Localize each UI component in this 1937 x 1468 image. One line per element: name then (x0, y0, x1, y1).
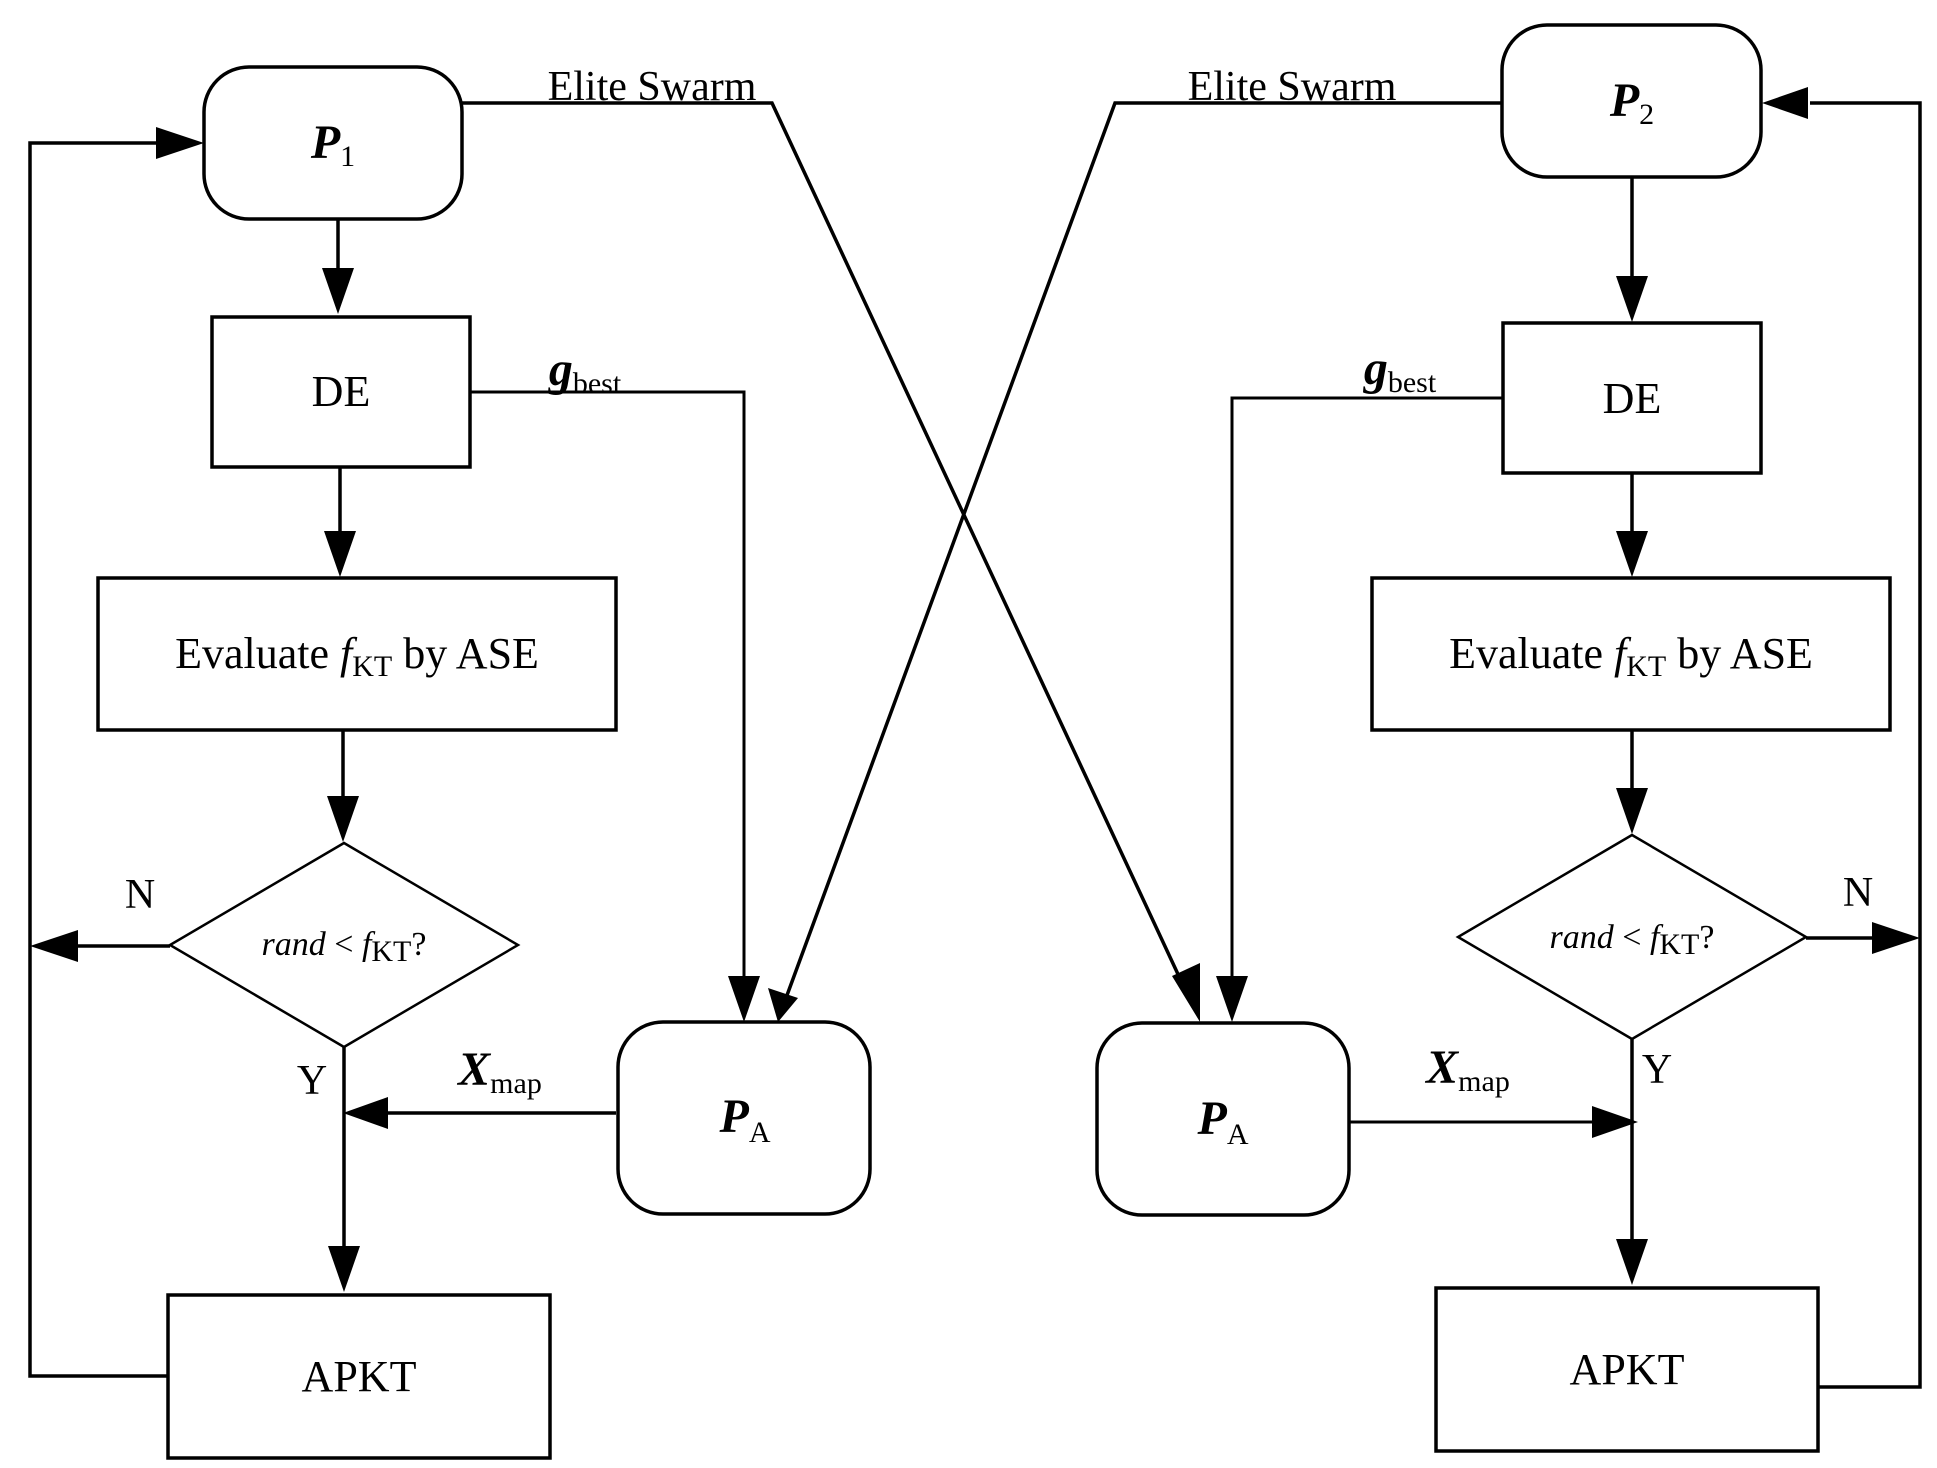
left-evaluate-label: Evaluate fKT by ASE (175, 629, 539, 683)
right-xmap-label: Xmap (1424, 1041, 1510, 1098)
left-population-label: P1 (310, 116, 355, 173)
right-de-label: DE (1603, 374, 1662, 423)
right-gbest-label: gbest (1363, 342, 1437, 399)
arrow-left-no (30, 930, 78, 962)
left-elite-label: Elite Swarm (548, 64, 757, 110)
right-de-box (1501, 321, 1763, 475)
left-gbest-label: gbest (548, 343, 622, 400)
right-apkt-box (1434, 1286, 1820, 1453)
arrow-right-xmap (1592, 1106, 1638, 1138)
arrow-left-apkt (328, 1246, 360, 1292)
arrow-left-loop (156, 127, 204, 159)
arrow-p2-de (1616, 276, 1648, 322)
left-decision-label: rand < fKT? (262, 926, 427, 968)
left-de-label: DE (312, 367, 371, 416)
arrow-p1-de (322, 268, 354, 314)
right-yes-label: Y (1642, 1047, 1672, 1093)
arrow-right-de-evaluate (1616, 531, 1648, 577)
arrow-right-evaluate-decision (1616, 788, 1648, 834)
left-no-label: N (125, 872, 155, 918)
arrow-elite-p2 (768, 988, 798, 1022)
left-de-box (210, 315, 472, 469)
right-archive-box (1095, 1021, 1351, 1217)
right-apkt-label: APKT (1570, 1345, 1685, 1394)
arrow-de-evaluate (324, 531, 356, 577)
right-archive-label: PA (1197, 1092, 1249, 1151)
left-xmap-label: Xmap (456, 1043, 542, 1100)
right-population-label: P2 (1609, 74, 1654, 131)
left-archive-label: PA (719, 1090, 771, 1149)
arrow-right-apkt (1616, 1239, 1648, 1285)
arrow-right-no (1872, 922, 1920, 954)
arrow-left-gbest (728, 976, 760, 1022)
left-yes-label: Y (297, 1058, 327, 1104)
right-evaluate-box (1370, 576, 1892, 732)
arrow-elite-p1 (1172, 963, 1200, 1022)
left-evaluate-box (96, 576, 618, 732)
arrow-right-gbest (1216, 976, 1248, 1022)
left-apkt-box (166, 1293, 552, 1460)
right-decision-label: rand < fKT? (1550, 919, 1715, 961)
right-elite-label: Elite Swarm (1188, 64, 1397, 110)
left-apkt-label: APKT (302, 1352, 417, 1401)
arrow-left-xmap (343, 1097, 388, 1129)
arrow-right-loop (1762, 87, 1808, 119)
arrow-evaluate-decision (327, 796, 359, 842)
right-no-label: N (1843, 870, 1873, 916)
